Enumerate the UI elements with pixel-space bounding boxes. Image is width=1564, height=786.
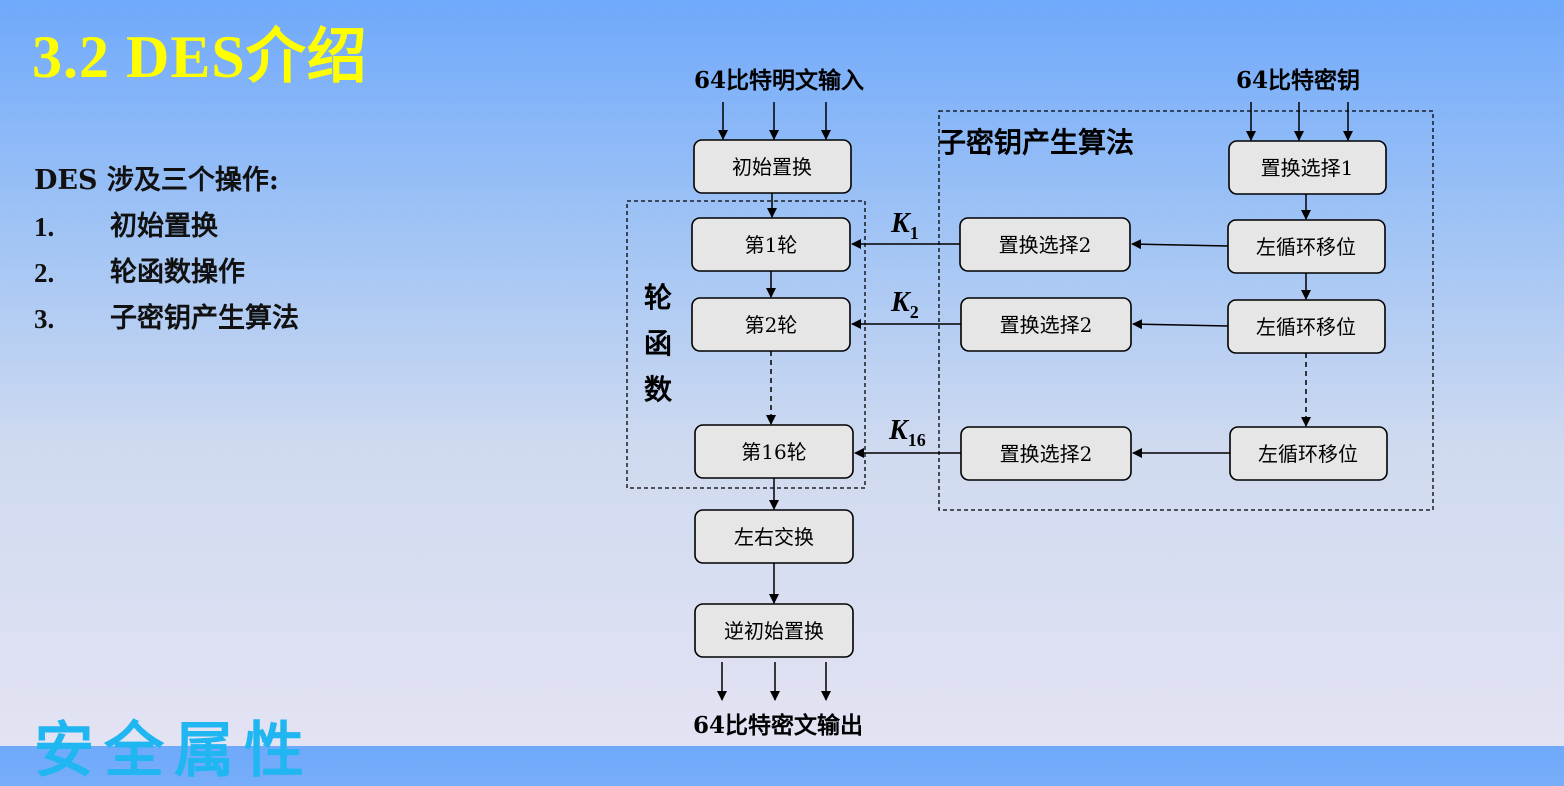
plaintext-input-label: 64比特明文输入	[694, 67, 864, 94]
list-text: 初始置换	[110, 211, 218, 242]
list-text: 轮函数操作	[110, 257, 245, 288]
swap-text: 左右交换	[734, 525, 814, 549]
list-item: 3. 子密钥产生算法	[34, 296, 299, 342]
list-text: 子密钥产生算法	[110, 303, 299, 334]
inverse-permutation-box	[694, 603, 854, 658]
round-function-label-3: 数	[644, 373, 673, 406]
intro-heading: DES 涉及三个操作:	[34, 165, 279, 196]
list-item: 2. 轮函数操作	[34, 250, 299, 296]
list-item: 1. 初始置换	[34, 204, 299, 250]
list-number: 1.	[34, 212, 55, 242]
round-1-text: 第1轮	[745, 233, 798, 257]
round-function-label-2: 函	[644, 327, 672, 360]
round-function-label-1: 轮	[644, 281, 672, 314]
shift-to-pc2-arrow	[1132, 319, 1229, 330]
page-title: 3.2 DES介绍	[32, 24, 368, 90]
pc1-box	[1228, 140, 1387, 195]
subkey-generation-label: 子密钥产生算法	[938, 126, 1134, 159]
initial-permutation-text: 初始置换	[732, 155, 812, 179]
pc2-text-1: 置换选择2	[999, 233, 1092, 257]
round-function-region	[626, 200, 866, 489]
shift-to-pc2-arrow	[1131, 239, 1229, 250]
subkey-label-1: K1	[890, 208, 919, 243]
subkey-generation-region	[938, 110, 1434, 511]
list-number: 2.	[34, 258, 55, 288]
ciphertext-output-label: 64比特密文输出	[693, 712, 863, 739]
pc2-text-2: 置换选择2	[1000, 313, 1093, 337]
inverse-permutation-text: 逆初始置换	[724, 619, 824, 643]
key-input-label: 64比特密钥	[1236, 67, 1360, 94]
intro-list: DES 涉及三个操作: 1. 初始置换 2. 轮函数操作 3. 子密钥产生算法	[34, 158, 299, 342]
list-number: 3.	[34, 304, 55, 334]
des-structure-diagram: 64比特明文输入 64比特密钥 64比特密文输出 子密钥产生算法 轮 函 数 初…	[626, 67, 1434, 739]
subkey-label-16: K16	[888, 415, 926, 450]
round-16-text: 第16轮	[741, 440, 806, 464]
pc2-text-16: 置换选择2	[1000, 442, 1093, 466]
pc1-text: 置换选择1	[1261, 156, 1354, 180]
subkey-label-2: K2	[890, 287, 919, 322]
shift-text-16: 左循环移位	[1258, 442, 1358, 466]
round-2-text: 第2轮	[745, 313, 798, 337]
shift-text-1: 左循环移位	[1256, 235, 1356, 259]
shift-text-2: 左循环移位	[1256, 315, 1356, 339]
